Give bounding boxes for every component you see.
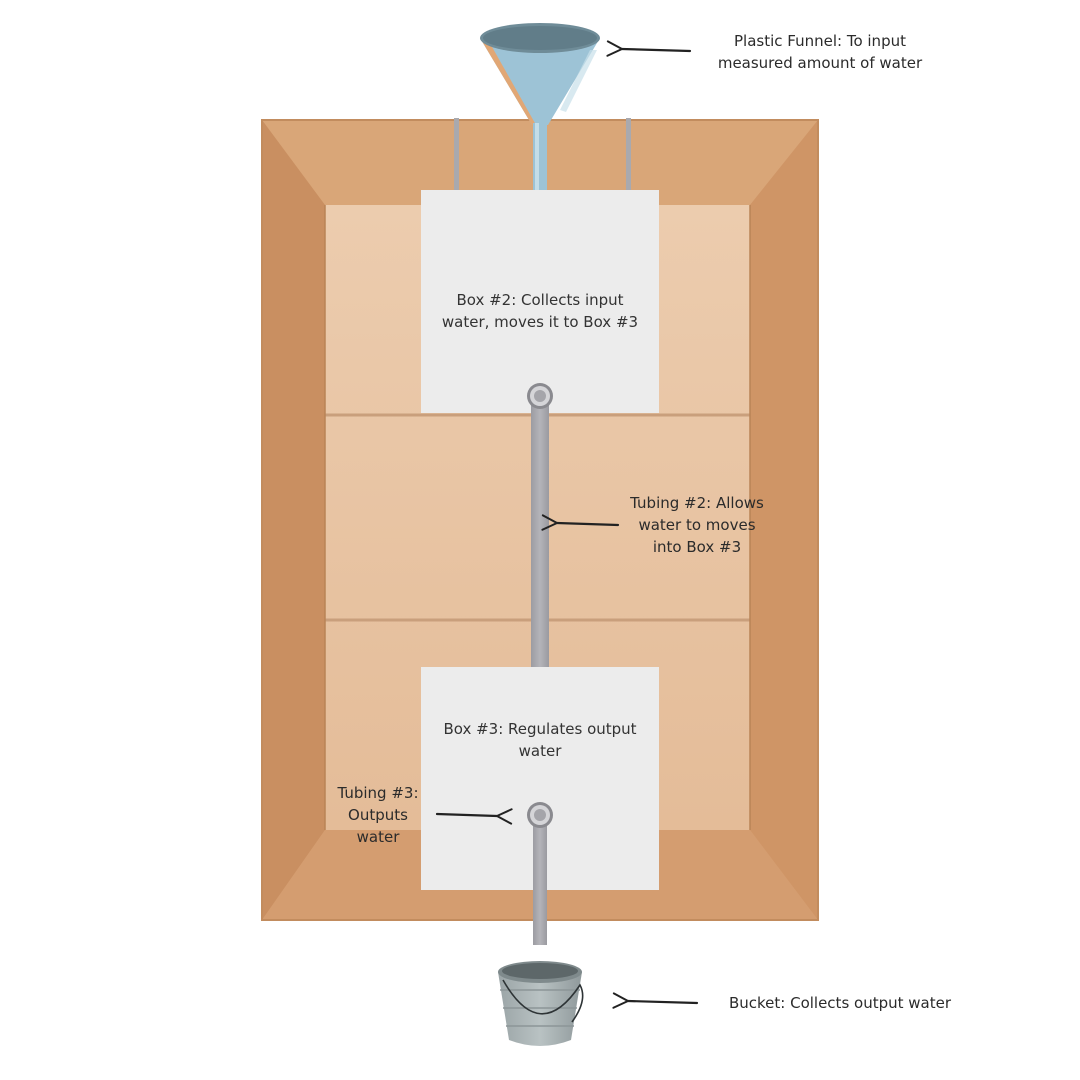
box2-label: Box #2: Collects input water, moves it t… xyxy=(421,289,659,333)
tubing3-connector-icon xyxy=(527,802,553,828)
bucket-arrow xyxy=(628,1001,697,1003)
tubing2-connector-icon xyxy=(527,383,553,409)
bucket-icon xyxy=(498,961,583,1046)
box-left-wall xyxy=(262,120,325,920)
support-post-right xyxy=(626,118,631,193)
support-post-left xyxy=(454,118,459,193)
tubing2-tube xyxy=(531,395,549,670)
tubing2-label: Tubing #2: Allows water to moves into Bo… xyxy=(612,492,782,558)
funnel-arrow xyxy=(622,49,690,51)
box3-label: Box #3: Regulates output water xyxy=(421,718,659,762)
bucket-label: Bucket: Collects output water xyxy=(715,992,965,1014)
funnel-label: Plastic Funnel: To input measured amount… xyxy=(690,30,950,74)
tubing3-label: Tubing #3: Outputs water xyxy=(328,782,428,848)
tubing3-tube xyxy=(533,815,547,945)
